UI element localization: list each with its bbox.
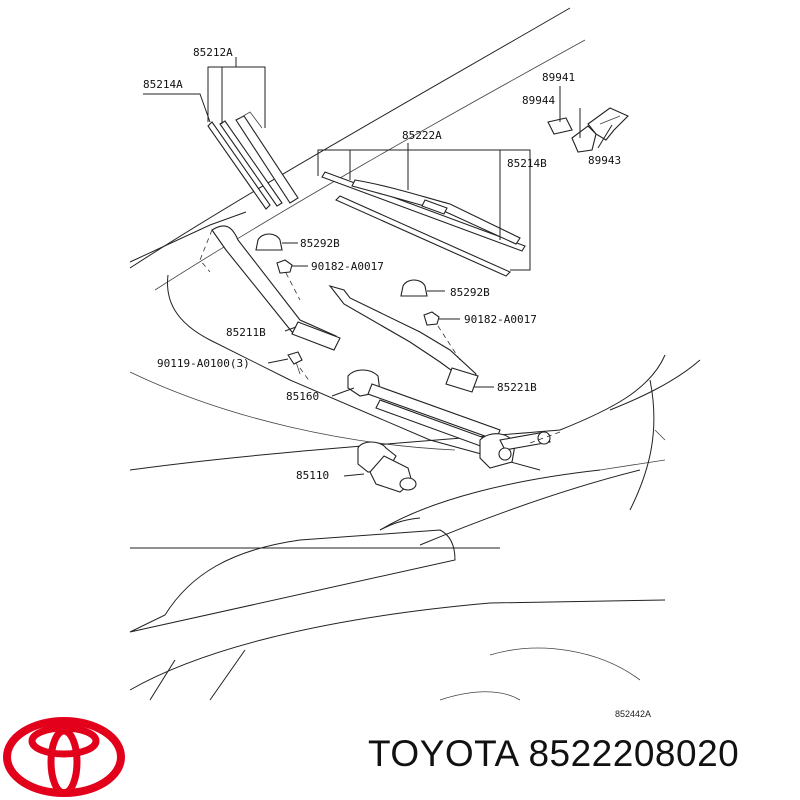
part-label: 90182-A0017 [464,313,537,326]
part-label: 85222A [402,129,442,142]
wiper-link-assembly [347,369,551,469]
brand-footer: TOYOTA 8522208020 [0,712,800,800]
wiper-arm-right [328,285,479,393]
car-body-outline [129,7,701,701]
reference-code: 852442A [615,709,651,719]
cap-85292b-left [255,233,283,251]
part-label: 85292B [300,237,340,250]
part-label: 85214A [143,78,183,91]
part-label: 89941 [542,71,575,84]
part-label: 90182-A0017 [311,260,384,273]
part-label: 85292B [450,286,490,299]
part-label: 89943 [588,154,621,167]
cap-85292b-right [400,279,428,297]
part-label: 85214B [507,157,547,170]
wiper-blade-right [321,171,526,277]
toyota-logo [3,717,125,797]
dashed-guides [199,229,561,444]
part-label: 85160 [286,390,319,403]
part-label: 90119-A0100(3) [157,357,250,370]
part-label: 85221B [497,381,537,394]
wiper-blade-left [207,111,299,210]
part-labels: 85212A 85214A 85222A 85214B 89941 89944 … [143,46,651,719]
part-label: 85211B [226,326,266,339]
part-label: 85110 [296,469,329,482]
wiper-motor [357,441,417,493]
sensor-parts [547,107,629,153]
nut-90182-left [276,259,293,274]
part-label: 89944 [522,94,555,107]
leader-lines [143,57,613,477]
part-label: 85212A [193,46,233,59]
brand-caption: TOYOTA 8522208020 [368,733,740,774]
nut-90182-right [423,311,440,326]
wiper-arm-left [211,225,341,351]
bolt-90119 [287,351,303,375]
